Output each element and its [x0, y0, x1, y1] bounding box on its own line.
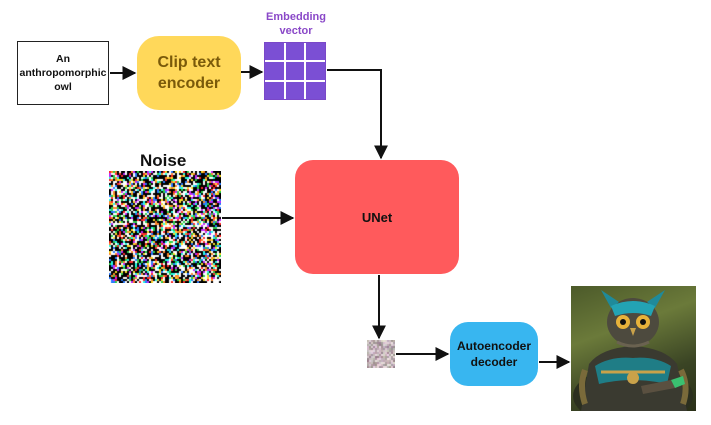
clip-text-encoder-block: Clip text encoder — [137, 36, 241, 110]
embedding-cell — [285, 81, 305, 99]
embedding-cell — [285, 62, 305, 80]
autoencoder-decoder-block: Autoencoder decoder — [450, 322, 538, 386]
embedding-cell — [306, 43, 325, 61]
unet-block: UNet — [295, 160, 459, 274]
embedding-vector-label: Embedding vector — [266, 11, 326, 37]
embedding-cell — [265, 62, 284, 80]
owl-illustration — [573, 290, 693, 411]
embedding-cell — [265, 43, 284, 61]
noise-label: Noise — [140, 151, 187, 170]
text-prompt-label: An anthropomorphic owl — [19, 53, 107, 93]
arrow-embedding-to-unet — [327, 69, 388, 160]
text-prompt-box: An anthropomorphic owl — [17, 41, 109, 105]
embedding-cell — [306, 81, 325, 99]
embedding-cell — [285, 43, 305, 61]
unet-label: UNet — [361, 209, 393, 225]
embedding-cell — [265, 81, 284, 99]
output-owl-image — [571, 286, 696, 411]
embedding-cell — [306, 62, 325, 80]
noise-image — [109, 171, 221, 283]
denoised-latent-image — [367, 340, 395, 368]
autoencoder-decoder-label: Autoencoder decoder — [456, 339, 531, 369]
embedding-vector-grid — [264, 42, 326, 100]
clip-text-encoder-label: Clip text encoder — [157, 54, 221, 92]
